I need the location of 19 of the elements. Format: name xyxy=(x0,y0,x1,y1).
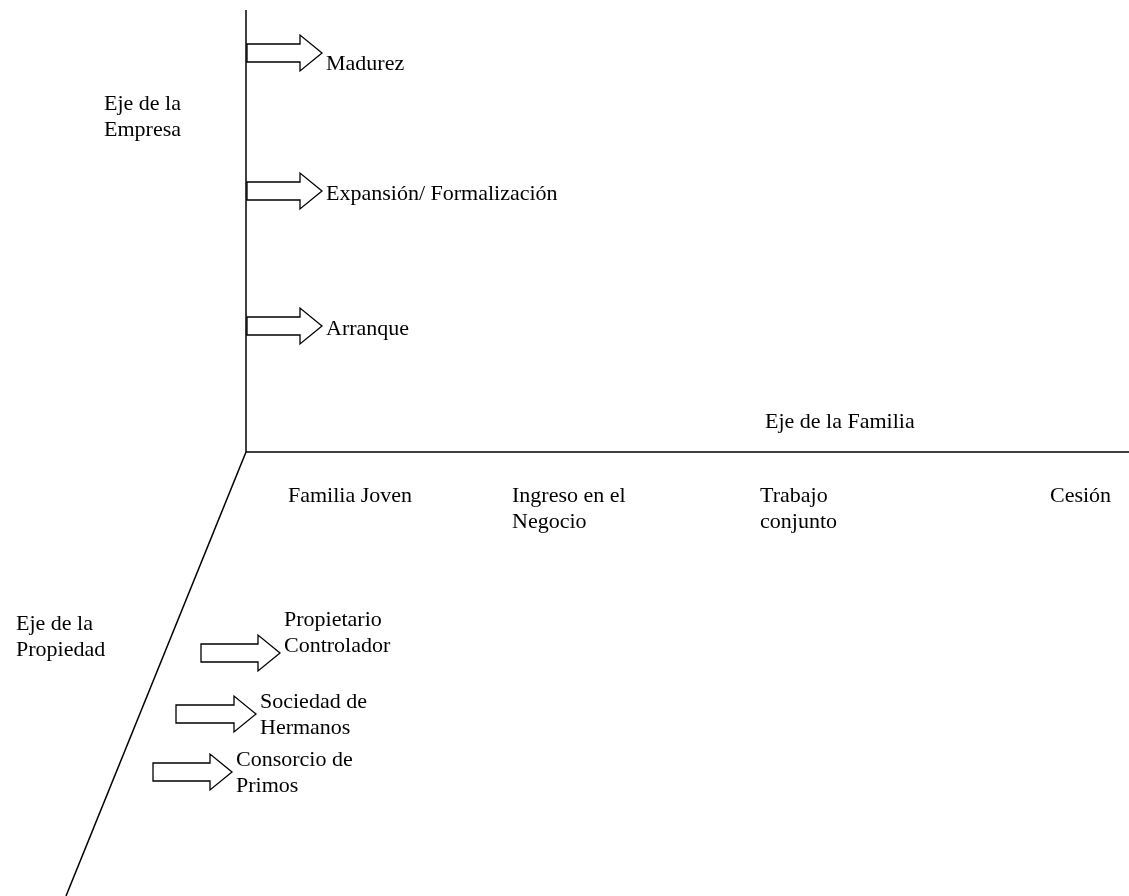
stage-label: Expansión/ Formalización xyxy=(326,180,646,206)
stage-label: Madurez xyxy=(326,50,526,76)
axis-title: Eje de la Empresa xyxy=(104,90,182,142)
stage-label: Propietario Controlador xyxy=(284,606,444,658)
axis-title: Eje de la Propiedad xyxy=(16,610,107,662)
stage-label: Trabajo conjunto xyxy=(760,482,838,534)
block-arrow xyxy=(246,171,324,211)
stage-label: Cesión xyxy=(1050,482,1113,508)
block-arrow xyxy=(246,306,324,346)
stage-label: Arranque xyxy=(326,315,526,341)
block-arrow xyxy=(200,633,282,673)
block-arrow xyxy=(152,752,234,792)
block-arrow xyxy=(175,694,258,734)
axis-title: Eje de la Familia xyxy=(765,408,916,434)
stage-label: Consorcio de Primos xyxy=(236,746,396,798)
stage-label: Sociedad de Hermanos xyxy=(260,688,420,740)
stage-label: Ingreso en el Negocio xyxy=(512,482,627,534)
block-arrow xyxy=(246,33,324,73)
stage-label: Familia Joven xyxy=(288,482,414,508)
